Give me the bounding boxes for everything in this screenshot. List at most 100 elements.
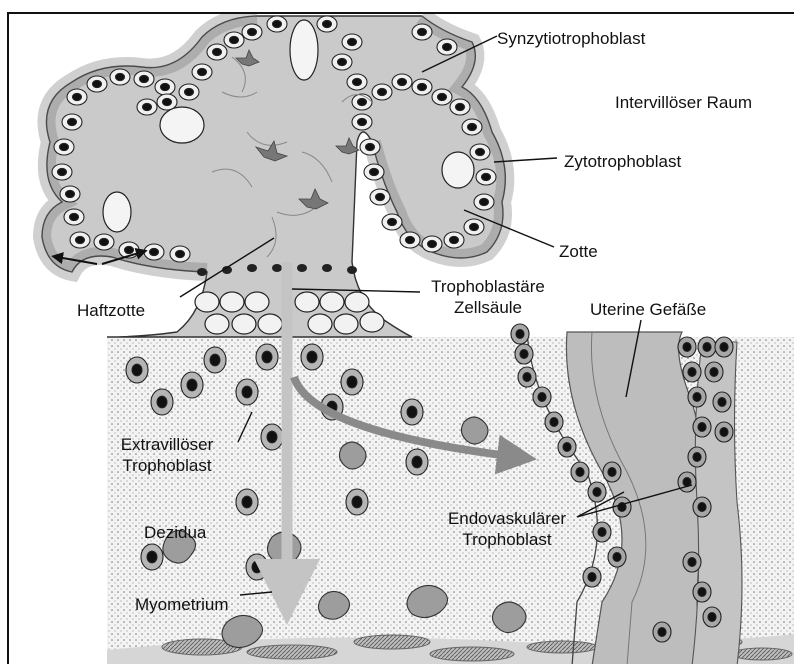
cytotrophoblast-cell-nucleus bbox=[100, 238, 109, 245]
diagram-frame: Synzytiotrophoblast Intervillöser Raum Z… bbox=[7, 12, 794, 664]
extravillous-cell-nucleus bbox=[242, 496, 252, 508]
cytotrophoblast-cell-nucleus bbox=[150, 248, 159, 255]
cytotrophoblast-cell-nucleus bbox=[428, 240, 437, 247]
endovascular-cell-nucleus bbox=[538, 393, 546, 402]
cytotrophoblast-cell-nucleus bbox=[468, 123, 477, 130]
label-extravilloeser-trophoblast: Extravillöser Trophoblast bbox=[97, 434, 237, 476]
cytotrophoblast-cell-nucleus bbox=[70, 213, 79, 220]
cytotrophoblast-cell-nucleus bbox=[398, 78, 407, 85]
cytotrophoblast-cell-nucleus bbox=[376, 193, 385, 200]
cytotrophoblast-cell-nucleus bbox=[482, 173, 491, 180]
extravillous-cell-nucleus bbox=[157, 396, 167, 408]
endovascular-cell-nucleus bbox=[516, 330, 524, 339]
endovascular-cell-nucleus bbox=[523, 373, 531, 382]
label-extravilloeser-line1: Extravillöser bbox=[97, 434, 237, 455]
endovascular-cell-nucleus bbox=[658, 628, 666, 637]
cytotrophoblast-cell-nucleus bbox=[358, 118, 367, 125]
endovascular-cell-nucleus bbox=[688, 558, 696, 567]
endovascular-cell-nucleus bbox=[683, 343, 691, 352]
label-dezidua: Dezidua bbox=[144, 522, 206, 543]
extravillous-cell-nucleus bbox=[132, 364, 142, 376]
label-endovaskulaerer-line2: Trophoblast bbox=[427, 529, 587, 550]
cytotrophoblast-cell-nucleus bbox=[406, 236, 415, 243]
endovascular-cell-nucleus bbox=[598, 528, 606, 537]
cytotrophoblast-cell-nucleus bbox=[125, 246, 134, 253]
label-uterine-gefaesse: Uterine Gefäße bbox=[590, 299, 706, 320]
label-trophoblastaere-line1: Trophoblastäre bbox=[418, 276, 558, 297]
cytotrophoblast-cell-nucleus bbox=[248, 28, 257, 35]
cytotrophoblast-cell-nucleus bbox=[161, 83, 170, 90]
cytotrophoblast-cell-nucleus bbox=[76, 236, 85, 243]
endovascular-cell-nucleus bbox=[693, 393, 701, 402]
endovascular-cell-nucleus bbox=[708, 613, 716, 622]
cytotrophoblast-cell-nucleus bbox=[480, 198, 489, 205]
label-haftzotte: Haftzotte bbox=[77, 300, 145, 321]
cytotrophoblast-cell-nucleus bbox=[450, 236, 459, 243]
cytotrophoblast-cell-nucleus bbox=[418, 28, 427, 35]
endovascular-cell-nucleus bbox=[698, 503, 706, 512]
label-trophoblastaere-zellsaeule: Trophoblastäre Zellsäule bbox=[418, 276, 558, 318]
endovascular-cell-nucleus bbox=[520, 350, 528, 359]
extravillous-cell-nucleus bbox=[187, 379, 197, 391]
endovascular-cell-nucleus bbox=[688, 368, 696, 377]
cytotrophoblast-cell-nucleus bbox=[93, 80, 102, 87]
cytotrophoblast-cell-nucleus bbox=[230, 36, 239, 43]
endovascular-cell-nucleus bbox=[698, 588, 706, 597]
endovascular-cell-nucleus bbox=[588, 573, 596, 582]
label-synzytiotrophoblast: Synzytiotrophoblast bbox=[497, 28, 645, 49]
endovascular-cell-nucleus bbox=[720, 428, 728, 437]
extravillous-cell-nucleus bbox=[352, 496, 362, 508]
endovascular-cell-nucleus bbox=[576, 468, 584, 477]
extravillous-cell-nucleus bbox=[412, 456, 422, 468]
endovascular-cell-nucleus bbox=[698, 423, 706, 432]
endovascular-cell-nucleus bbox=[608, 468, 616, 477]
cytotrophoblast-cell-nucleus bbox=[176, 250, 185, 257]
cytotrophoblast-cell-nucleus bbox=[213, 48, 222, 55]
cytotrophoblast-cell-nucleus bbox=[378, 88, 387, 95]
label-extravilloeser-line2: Trophoblast bbox=[97, 455, 237, 476]
cytotrophoblast-cell-nucleus bbox=[366, 143, 375, 150]
cytotrophoblast-cell-nucleus bbox=[438, 93, 447, 100]
extravillous-cell-nucleus bbox=[407, 406, 417, 418]
cytotrophoblast-cell-nucleus bbox=[358, 98, 367, 105]
cytotrophoblast-cell-nucleus bbox=[163, 98, 172, 105]
cytotrophoblast-cell-nucleus bbox=[116, 73, 125, 80]
cytotrophoblast-cell-nucleus bbox=[185, 88, 194, 95]
cytotrophoblast-cell-nucleus bbox=[143, 103, 152, 110]
cytotrophoblast-cell-nucleus bbox=[323, 20, 332, 27]
label-endovaskulaerer-line1: Endovaskulärer bbox=[427, 508, 587, 529]
extravillous-cell-nucleus bbox=[242, 386, 252, 398]
cytotrophoblast-cell-nucleus bbox=[443, 43, 452, 50]
cytotrophoblast-cell-nucleus bbox=[273, 20, 282, 27]
endovascular-cell-nucleus bbox=[613, 553, 621, 562]
cytotrophoblast-cell-nucleus bbox=[388, 218, 397, 225]
endovascular-cell-nucleus bbox=[718, 398, 726, 407]
endovascular-cell-nucleus bbox=[720, 343, 728, 352]
extravillous-cell-nucleus bbox=[267, 431, 277, 443]
cytotrophoblast-cell-nucleus bbox=[68, 118, 77, 125]
label-zotte: Zotte bbox=[559, 241, 598, 262]
endovascular-cell-nucleus bbox=[703, 343, 711, 352]
cytotrophoblast-cell-nucleus bbox=[353, 78, 362, 85]
endovascular-cell-nucleus bbox=[593, 488, 601, 497]
cytotrophoblast-cell-nucleus bbox=[73, 93, 82, 100]
extravillous-cell-nucleus bbox=[347, 376, 357, 388]
cytotrophoblast-cell-nucleus bbox=[66, 190, 75, 197]
label-intervilloeser-raum: Intervillöser Raum bbox=[615, 92, 752, 113]
cytotrophoblast-cell-nucleus bbox=[456, 103, 465, 110]
endovascular-cell-nucleus bbox=[550, 418, 558, 427]
extravillous-cell-nucleus bbox=[262, 351, 272, 363]
cytotrophoblast-cell-nucleus bbox=[60, 143, 69, 150]
endovascular-cell-nucleus bbox=[693, 453, 701, 462]
extravillous-cell-nucleus bbox=[210, 354, 220, 366]
extravillous-cell-nucleus bbox=[147, 551, 157, 563]
cytotrophoblast-cell-nucleus bbox=[198, 68, 207, 75]
endovascular-cell-nucleus bbox=[563, 443, 571, 452]
cytotrophoblast-cell-nucleus bbox=[338, 58, 347, 65]
extravillous-cell-nucleus bbox=[252, 561, 262, 573]
endovascular-cell-nucleus bbox=[710, 368, 718, 377]
cytotrophoblast-cell-nucleus bbox=[58, 168, 67, 175]
cytotrophoblast-cell-nucleus bbox=[140, 75, 149, 82]
cytotrophoblast-cell-nucleus bbox=[476, 148, 485, 155]
label-endovaskulaerer-trophoblast: Endovaskulärer Trophoblast bbox=[427, 508, 587, 550]
